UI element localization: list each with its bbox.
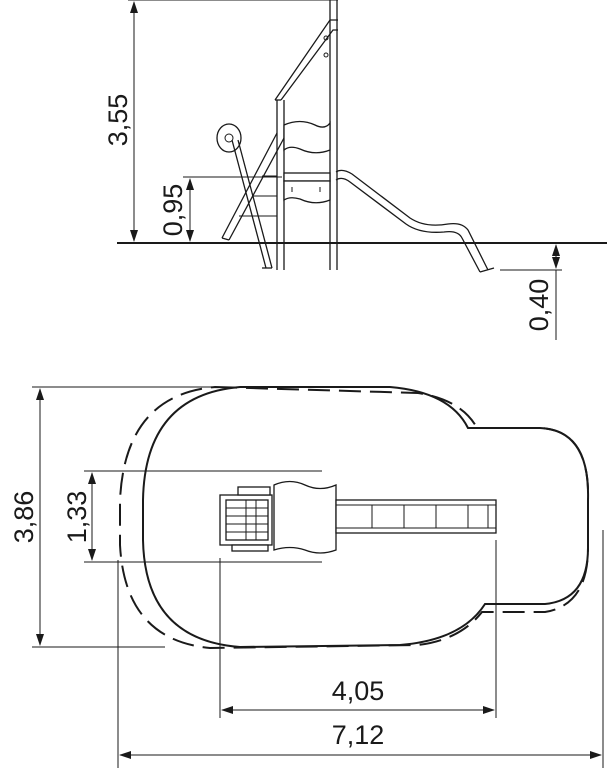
dim-platform-height-label: 0,95 bbox=[158, 184, 188, 237]
slide-side bbox=[335, 169, 495, 273]
top-view: 3,86 1,33 4,05 7,12 bbox=[9, 385, 604, 768]
dim-total-height: 3,55 bbox=[103, 0, 338, 242]
dim-inner-width: 1,33 bbox=[62, 470, 322, 563]
dim-depth-label: 0,40 bbox=[524, 279, 554, 332]
side-view: 3,55 0,95 0,40 bbox=[103, 0, 607, 340]
dim-depth-width-label: 3,86 bbox=[9, 491, 39, 544]
platform-top bbox=[273, 480, 337, 554]
dim-total-height-label: 3,55 bbox=[103, 94, 133, 147]
steering-wheel-side bbox=[216, 123, 273, 269]
dim-total-length-label: 7,12 bbox=[332, 720, 385, 750]
dim-equipment-length: 4,05 bbox=[219, 540, 497, 718]
dim-depth: 0,40 bbox=[500, 244, 562, 340]
slide-top bbox=[335, 499, 497, 534]
dim-platform-height: 0,95 bbox=[158, 176, 282, 242]
ladder-top bbox=[219, 486, 273, 552]
safety-zone-dashed bbox=[119, 385, 590, 650]
play-tower-side bbox=[274, 0, 338, 270]
dim-depth-width: 3,86 bbox=[9, 386, 215, 648]
dim-equipment-length-label: 4,05 bbox=[332, 676, 385, 706]
dim-total-length: 7,12 bbox=[117, 530, 604, 768]
fall-zone-solid bbox=[142, 386, 590, 649]
dim-inner-width-label: 1,33 bbox=[62, 491, 92, 544]
